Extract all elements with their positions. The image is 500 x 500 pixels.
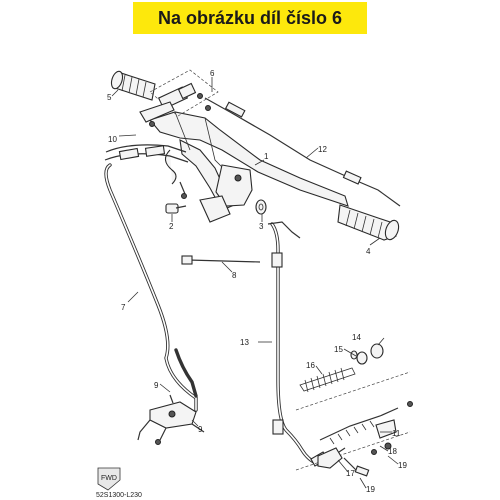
callout-11: 11: [392, 429, 401, 438]
bolt-2: [165, 203, 187, 214]
callout-17: 17: [346, 469, 355, 478]
callout-5: 5: [107, 93, 112, 102]
callout-8: 8: [232, 271, 237, 280]
collar-3: [255, 199, 267, 215]
callout-15: 15: [334, 345, 343, 354]
brake-cable-13: [267, 221, 346, 467]
callout-7: 7: [121, 303, 126, 312]
diagram-code: 52S1300-L230: [96, 492, 142, 499]
fwd-badge: FWD: [97, 467, 121, 491]
callout-16: 16: [306, 361, 315, 370]
throttle-cable-7: [104, 144, 198, 412]
left-grip: [110, 70, 156, 101]
callout-2: 2: [169, 222, 174, 231]
callout-18: 18: [388, 447, 397, 456]
callout-12: 12: [318, 145, 327, 154]
banner-text: Na obrázku díl číslo 6: [157, 7, 343, 28]
callout-10: 10: [108, 135, 117, 144]
lever-holder: [139, 69, 219, 127]
handlebar-clamp: [199, 164, 253, 223]
fwd-label: FWD: [101, 475, 117, 482]
nut-15: [350, 350, 368, 365]
callout-19a: 19: [398, 461, 407, 470]
callout-9a: 9: [154, 381, 159, 390]
callout-6: 6: [210, 69, 215, 78]
callout-4: 4: [366, 247, 371, 256]
callout-13: 13: [240, 338, 249, 347]
spring-16: [295, 367, 411, 471]
cable-12: [204, 97, 401, 207]
leader-lines: [111, 77, 399, 489]
adjuster-14: [370, 343, 384, 359]
callout-3: 3: [259, 222, 264, 231]
callout-14: 14: [352, 333, 361, 342]
right-grip: [337, 204, 400, 241]
part-number-banner: Na obrázku díl číslo 6: [133, 2, 367, 34]
callout-1: 1: [264, 152, 269, 161]
cable-tie-8: [181, 255, 261, 265]
lower-bracket-17: [317, 401, 413, 477]
callouts: 1 2 3 4 5 6 7 8 9 9 10 11 12 13 14 15 16…: [107, 69, 407, 494]
callout-9b: 9: [198, 425, 203, 434]
cable-junction-9: [137, 394, 205, 445]
callout-19b: 19: [366, 485, 375, 494]
